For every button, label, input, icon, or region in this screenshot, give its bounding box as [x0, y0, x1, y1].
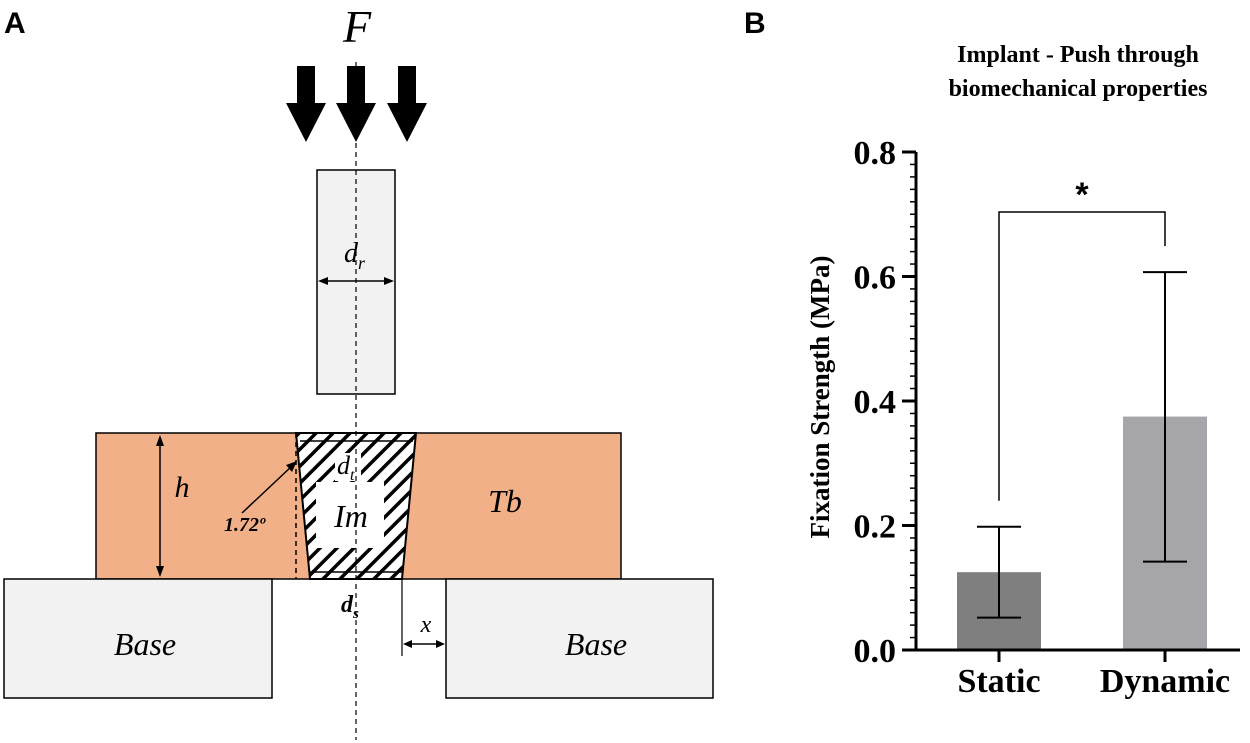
gap-dimension	[401, 580, 445, 656]
bone-label: Tb	[488, 483, 522, 519]
implant-label: Im	[333, 498, 368, 534]
y-tick-label: 0.8	[854, 135, 897, 172]
significance-star: *	[1075, 176, 1089, 214]
gap-label: x	[420, 612, 432, 638]
chart-title-line-1: Implant - Push through	[957, 42, 1199, 68]
panel-b-label: B	[744, 7, 766, 40]
panel-b: B Implant - Push through biomechanical p…	[744, 7, 1240, 700]
y-tick-label: 0.0	[854, 633, 897, 670]
y-ticks: 0.0 0.2 0.4 0.6 0.8	[854, 135, 916, 670]
force-arrow-left	[286, 66, 326, 142]
force-arrow-center	[336, 66, 376, 142]
implant	[294, 432, 418, 580]
significance-annotation: *	[998, 176, 1166, 501]
significance-bracket	[998, 211, 1166, 501]
y-tick-label: 0.4	[854, 384, 897, 421]
top-diameter-label: dt	[337, 451, 355, 484]
error-bars	[977, 271, 1187, 619]
force-arrow-right	[387, 66, 427, 142]
y-tick-label: 0.6	[854, 260, 897, 297]
force-label: F	[342, 1, 372, 52]
base-left	[3, 578, 273, 699]
angle-label: 1.72º	[224, 514, 266, 536]
base-right	[445, 578, 714, 699]
y-tick-label: 0.2	[854, 509, 897, 546]
base-left-label: Base	[114, 626, 176, 662]
angle-pointer	[241, 461, 297, 514]
base-right-label: Base	[565, 626, 627, 662]
height-dimension	[156, 435, 164, 577]
chart-title-line-2: biomechanical properties	[949, 76, 1208, 102]
bars	[957, 416, 1207, 650]
panel-a-label: A	[4, 7, 26, 40]
force-arrows	[286, 66, 427, 142]
x-tick-label-static: Static	[957, 663, 1040, 700]
rod-diameter-label: dr	[344, 238, 366, 273]
panel-a: A F dr Base Base	[3, 1, 714, 740]
x-ticks: Static Dynamic	[957, 650, 1230, 700]
height-label: h	[175, 471, 190, 504]
x-tick-label-dynamic: Dynamic	[1100, 663, 1230, 700]
y-axis-label: Fixation Strength (MPa)	[805, 256, 835, 539]
